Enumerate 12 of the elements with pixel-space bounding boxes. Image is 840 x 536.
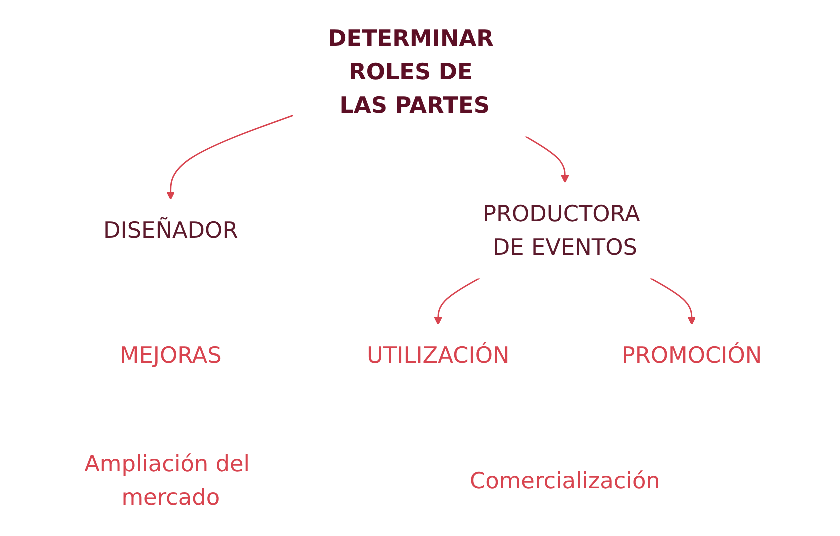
node-text: DETERMINAR ROLES DE LAS PARTES <box>328 25 494 119</box>
node-text: UTILIZACIÓN <box>367 342 510 369</box>
node-text: DISEÑADOR <box>104 218 238 244</box>
arrow <box>525 136 570 184</box>
node-text: MEJORAS <box>120 342 222 369</box>
node-text: PRODUCTORA DE EVENTOS <box>483 200 640 261</box>
arrow <box>166 114 294 200</box>
node-text: PROMOCIÓN <box>622 342 762 369</box>
arrow <box>434 278 481 326</box>
node-text: Ampliación del mercado <box>84 451 250 511</box>
arrow <box>650 278 696 326</box>
node-text: Comercialización <box>470 468 661 494</box>
